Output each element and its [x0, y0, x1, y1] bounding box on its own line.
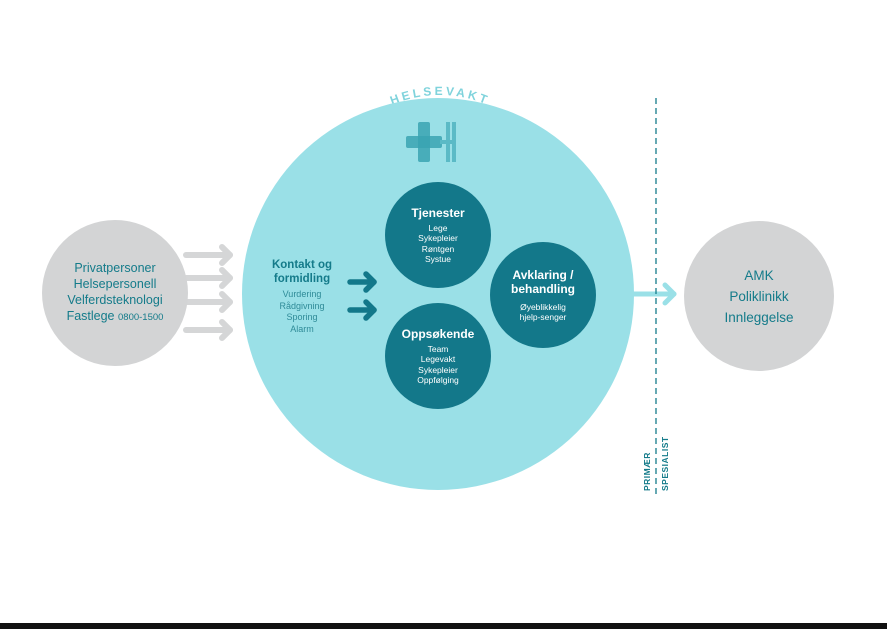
input-sources-circle: Privatpersoner Helsepersonell Velferdste…	[42, 220, 188, 366]
tjenester-item: Lege	[428, 222, 448, 233]
tjenester-item: Sykepleier	[418, 233, 458, 243]
output-item: AMK	[744, 267, 774, 283]
input-arrow	[183, 244, 233, 266]
oppsokende-item: Team	[427, 343, 449, 354]
oppsokende-item: Sykepleier	[418, 364, 458, 375]
oppsokende-heading: Oppsøkende	[401, 326, 475, 341]
kontakt-item: Rådgivning	[279, 300, 325, 311]
outputs-circle: AMK Poliklinikk Innleggelse	[684, 221, 834, 371]
tjenester-heading: Tjenester	[411, 205, 465, 220]
avklaring-item: hjelp-senger	[519, 312, 567, 322]
oppsokende-item: Legevakt	[420, 354, 456, 364]
fastlege-label: Fastlege	[66, 309, 115, 323]
input-arrow	[183, 319, 233, 341]
input-source-fastlege: Fastlege 0800-1500	[67, 308, 164, 326]
avklaring-heading: Avklaring / behandling	[511, 267, 575, 296]
fastlege-hours: 0800-1500	[118, 312, 164, 323]
input-arrows	[183, 244, 233, 341]
avklaring-circle: Avklaring / behandling Øyeblikkelig hjel…	[490, 242, 596, 348]
tjenester-item: Røntgen	[421, 243, 455, 254]
kontakt-formidling-block: Kontakt og formidling Vurdering Rådgivni…	[262, 258, 342, 335]
input-source: Helsepersonell	[73, 277, 157, 291]
spesialist-label: SPESIALIST	[660, 436, 670, 491]
avklaring-item: Øyeblikkelig	[520, 301, 566, 312]
output-item: Poliklinikk	[729, 288, 789, 304]
kontakt-item: Sporing	[286, 312, 318, 322]
output-item: Innleggelse	[724, 309, 794, 325]
input-arrow	[183, 267, 233, 289]
bottom-border	[0, 623, 887, 629]
input-arrow	[183, 291, 233, 313]
tjenester-circle: Tjenester Lege Sykepleier Røntgen Systue	[385, 182, 491, 288]
output-arrow	[629, 282, 677, 306]
primaer-label: PRIMÆR	[642, 452, 652, 491]
tjenester-item: Systue	[425, 254, 451, 264]
input-source: Privatpersoner	[74, 261, 156, 275]
oppsokende-item: Oppfølging	[417, 375, 459, 385]
kontakt-heading: Kontakt og formidling	[271, 259, 333, 285]
kontakt-item: Vurdering	[282, 289, 322, 299]
input-source: Velferdsteknologi	[67, 293, 163, 307]
oppsokende-circle: Oppsøkende Team Legevakt Sykepleier Oppf…	[385, 303, 491, 409]
kontakt-item: Alarm	[290, 323, 314, 334]
